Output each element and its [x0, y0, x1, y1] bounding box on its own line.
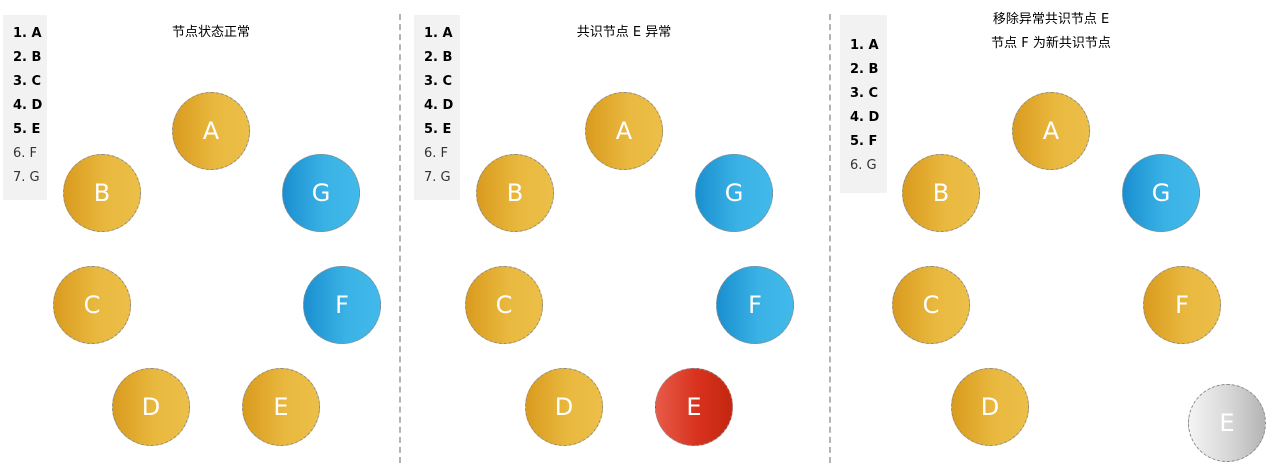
legend-item: 4. D: [13, 98, 43, 113]
node-d: D: [112, 368, 190, 446]
legend-list: 1. A 2. B 3. C 4. D 5. E 6. F 7. G: [414, 15, 460, 200]
title-line: 共识节点 E 异常: [576, 25, 672, 40]
node-c: C: [53, 266, 131, 344]
node-c: C: [892, 266, 970, 344]
node-d: D: [951, 368, 1029, 446]
panel-node-e-fault: 1. A 2. B 3. C 4. D 5. E 6. F 7. G 共识节点 …: [401, 0, 829, 463]
panel-divider-1: [399, 14, 401, 463]
panel-title: 节点状态正常: [111, 21, 311, 45]
node-label: A: [615, 117, 633, 145]
node-f: F: [303, 266, 381, 344]
node-label: G: [1151, 179, 1171, 207]
panel-title: 移除异常共识节点 E 节点 F 为新共识节点: [951, 8, 1151, 56]
node-f: F: [716, 266, 794, 344]
node-a: A: [172, 92, 250, 170]
node-label: G: [724, 179, 744, 207]
node-e: E: [655, 368, 733, 446]
node-label: C: [83, 291, 101, 319]
node-label: D: [141, 393, 161, 421]
legend-item: 6. F: [13, 146, 38, 161]
legend-item: 5. F: [850, 134, 878, 149]
node-label: F: [748, 291, 762, 319]
node-label: D: [554, 393, 574, 421]
node-label: B: [506, 179, 524, 207]
legend-item: 1. A: [850, 38, 879, 53]
title-line: 移除异常共识节点 E: [992, 12, 1110, 27]
legend-item: 2. B: [424, 50, 453, 65]
legend-item: 4. D: [850, 110, 880, 125]
title-line: 节点状态正常: [171, 25, 250, 40]
node-label: E: [686, 393, 702, 421]
node-label: E: [1219, 409, 1235, 437]
node-c: C: [465, 266, 543, 344]
legend-item: 6. G: [850, 158, 877, 173]
legend-item: 2. B: [13, 50, 42, 65]
legend-list: 1. A 2. B 3. C 4. D 5. F 6. G: [840, 15, 887, 193]
node-label: A: [1042, 117, 1060, 145]
node-label: A: [202, 117, 220, 145]
title-line: 节点 F 为新共识节点: [991, 36, 1111, 51]
panel-node-e-removed: 1. A 2. B 3. C 4. D 5. F 6. G 移除异常共识节点 E…: [831, 0, 1268, 463]
node-e-removed: E: [1188, 384, 1266, 462]
node-b: B: [902, 154, 980, 232]
node-label: C: [495, 291, 513, 319]
legend-item: 7. G: [13, 170, 40, 185]
node-label: C: [922, 291, 940, 319]
node-d: D: [525, 368, 603, 446]
legend-item: 1. A: [424, 26, 453, 41]
node-label: B: [932, 179, 950, 207]
node-g: G: [282, 154, 360, 232]
panel-title: 共识节点 E 异常: [524, 21, 724, 45]
node-label: D: [980, 393, 1000, 421]
legend-item: 3. C: [424, 74, 453, 89]
node-label: F: [1175, 291, 1189, 319]
node-e: E: [242, 368, 320, 446]
legend-item: 4. D: [424, 98, 454, 113]
legend-list: 1. A 2. B 3. C 4. D 5. E 6. F 7. G: [3, 15, 47, 200]
legend-item: 3. C: [13, 74, 42, 89]
node-a: A: [1012, 92, 1090, 170]
node-label: F: [335, 291, 349, 319]
legend-item: 5. E: [424, 122, 452, 137]
legend-item: 2. B: [850, 62, 879, 77]
node-g: G: [695, 154, 773, 232]
legend-item: 7. G: [424, 170, 451, 185]
legend-item: 3. C: [850, 86, 879, 101]
panel-divider-2: [829, 14, 831, 463]
node-b: B: [476, 154, 554, 232]
legend-item: 5. E: [13, 122, 41, 137]
node-a: A: [585, 92, 663, 170]
legend-item: 1. A: [13, 26, 42, 41]
node-label: G: [311, 179, 331, 207]
node-g: G: [1122, 154, 1200, 232]
node-f: F: [1143, 266, 1221, 344]
legend-item: 6. F: [424, 146, 449, 161]
node-b: B: [63, 154, 141, 232]
node-label: E: [273, 393, 289, 421]
panel-normal: 1. A 2. B 3. C 4. D 5. E 6. F 7. G 节点状态正…: [0, 0, 399, 463]
node-label: B: [93, 179, 111, 207]
